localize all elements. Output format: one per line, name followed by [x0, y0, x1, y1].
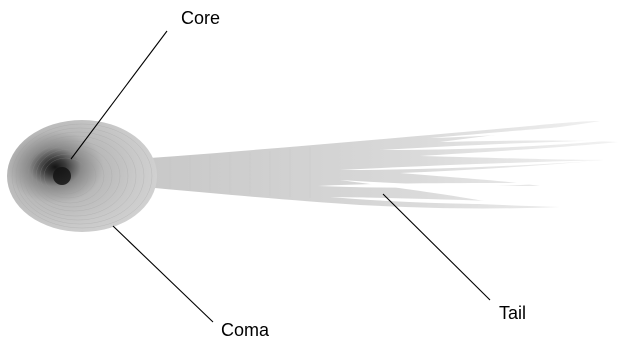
core-label: Core: [181, 8, 221, 28]
comet-tail: [150, 121, 618, 209]
coma-label: Coma: [221, 320, 270, 340]
comet-core: [53, 167, 71, 185]
coma-ellipse: [7, 120, 157, 232]
coma-leader-line: [112, 225, 214, 323]
tail-body: [150, 121, 618, 209]
tail-gap: [380, 140, 618, 150]
tail-leader-line: [382, 193, 491, 301]
tail-label: Tail: [499, 303, 527, 323]
coma-rings: [11, 123, 153, 229]
core-leader-line: [70, 30, 168, 160]
tail-gap: [430, 124, 605, 138]
tail-gap: [318, 183, 560, 188]
comet-coma: [7, 120, 157, 232]
tail-gap: [340, 160, 612, 170]
tail-banding: [169, 147, 311, 198]
